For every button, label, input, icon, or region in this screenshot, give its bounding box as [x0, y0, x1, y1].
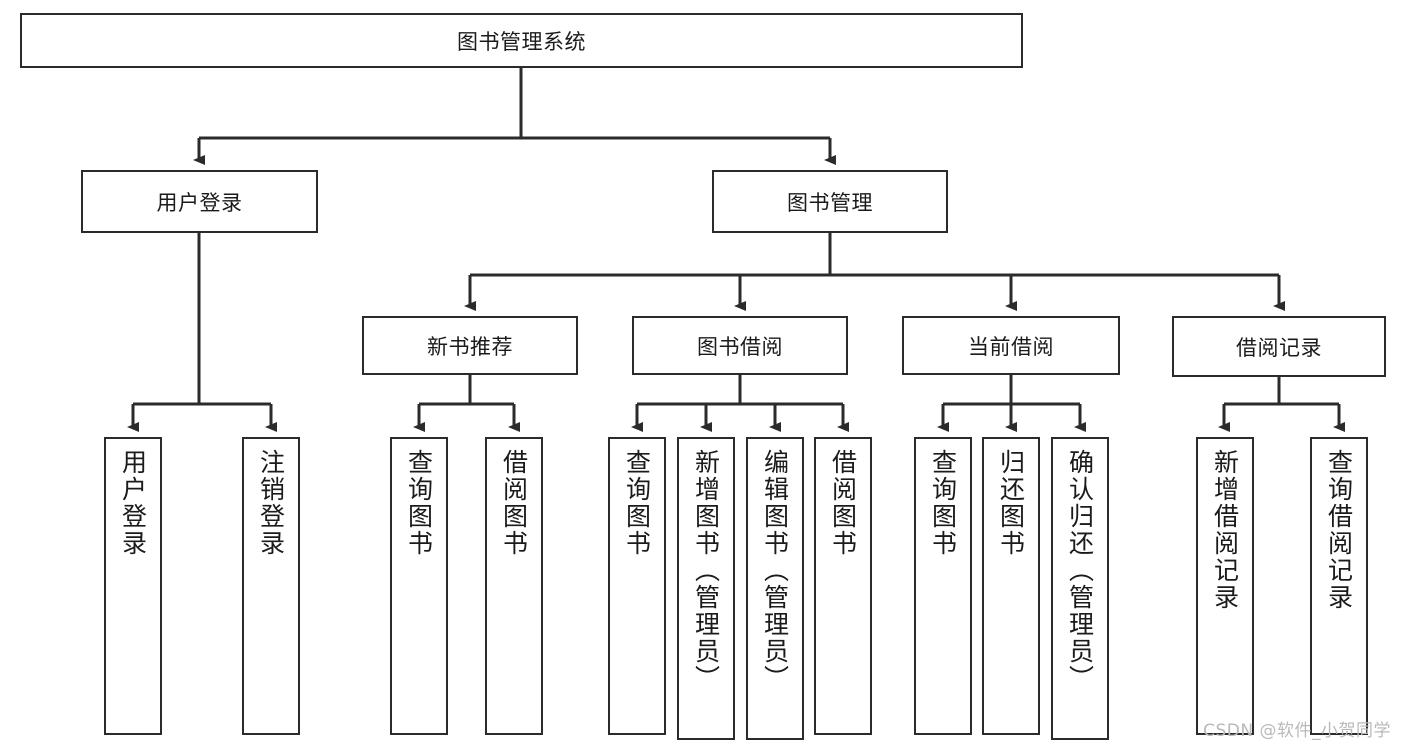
watermark-text: CSDN @软件_小贺同学 [1203, 721, 1391, 741]
node-label: 新增图书（管理员） [691, 449, 721, 692]
node-leaf-borrow-book[interactable]: 借阅图书 [814, 437, 872, 735]
node-new-book-recommend[interactable]: 新书推荐 [362, 316, 578, 375]
node-leaf-confirm-return-admin[interactable]: 确认归还（管理员） [1051, 437, 1109, 740]
node-user-login[interactable]: 用户登录 [81, 170, 318, 233]
node-label: 查询图书 [622, 449, 652, 557]
node-label: 确认归还（管理员） [1065, 449, 1095, 692]
node-label: 查询借阅记录 [1324, 449, 1354, 611]
node-label: 图书管理系统 [457, 29, 586, 54]
node-label: 注销登录 [256, 449, 286, 557]
node-label: 编辑图书（管理员） [760, 449, 790, 692]
node-leaf-add-book-admin[interactable]: 新增图书（管理员） [677, 437, 735, 740]
node-leaf-add-borrow-record[interactable]: 新增借阅记录 [1196, 437, 1254, 735]
node-label: 用户登录 [156, 190, 243, 215]
node-current-borrow[interactable]: 当前借阅 [902, 316, 1120, 375]
node-label: 借阅图书 [828, 449, 858, 557]
node-label: 查询图书 [404, 449, 434, 557]
node-label: 借阅记录 [1236, 335, 1322, 360]
node-root-library-system[interactable]: 图书管理系统 [20, 13, 1023, 68]
node-borrow-record[interactable]: 借阅记录 [1172, 316, 1386, 377]
node-leaf-query-book-recommend[interactable]: 查询图书 [390, 437, 448, 735]
node-label: 用户登录 [118, 449, 148, 557]
node-leaf-user-login[interactable]: 用户登录 [104, 437, 162, 735]
node-leaf-return-book[interactable]: 归还图书 [982, 437, 1040, 735]
node-label: 新书推荐 [427, 334, 513, 359]
node-label: 图书借阅 [697, 334, 783, 359]
node-leaf-edit-book-admin[interactable]: 编辑图书（管理员） [746, 437, 804, 740]
node-label: 图书管理 [787, 190, 873, 215]
node-leaf-query-borrow-record[interactable]: 查询借阅记录 [1310, 437, 1368, 735]
node-label: 查询图书 [928, 449, 958, 557]
node-leaf-borrow-book-recommend[interactable]: 借阅图书 [485, 437, 543, 735]
node-label: 新增借阅记录 [1210, 449, 1240, 611]
node-leaf-logout[interactable]: 注销登录 [242, 437, 300, 735]
node-label: 归还图书 [996, 449, 1026, 557]
node-leaf-query-book-current[interactable]: 查询图书 [914, 437, 972, 735]
node-label: 借阅图书 [499, 449, 529, 557]
node-book-borrow[interactable]: 图书借阅 [632, 316, 848, 375]
node-label: 当前借阅 [968, 334, 1054, 359]
node-leaf-query-book[interactable]: 查询图书 [608, 437, 666, 735]
node-book-management[interactable]: 图书管理 [712, 170, 948, 233]
